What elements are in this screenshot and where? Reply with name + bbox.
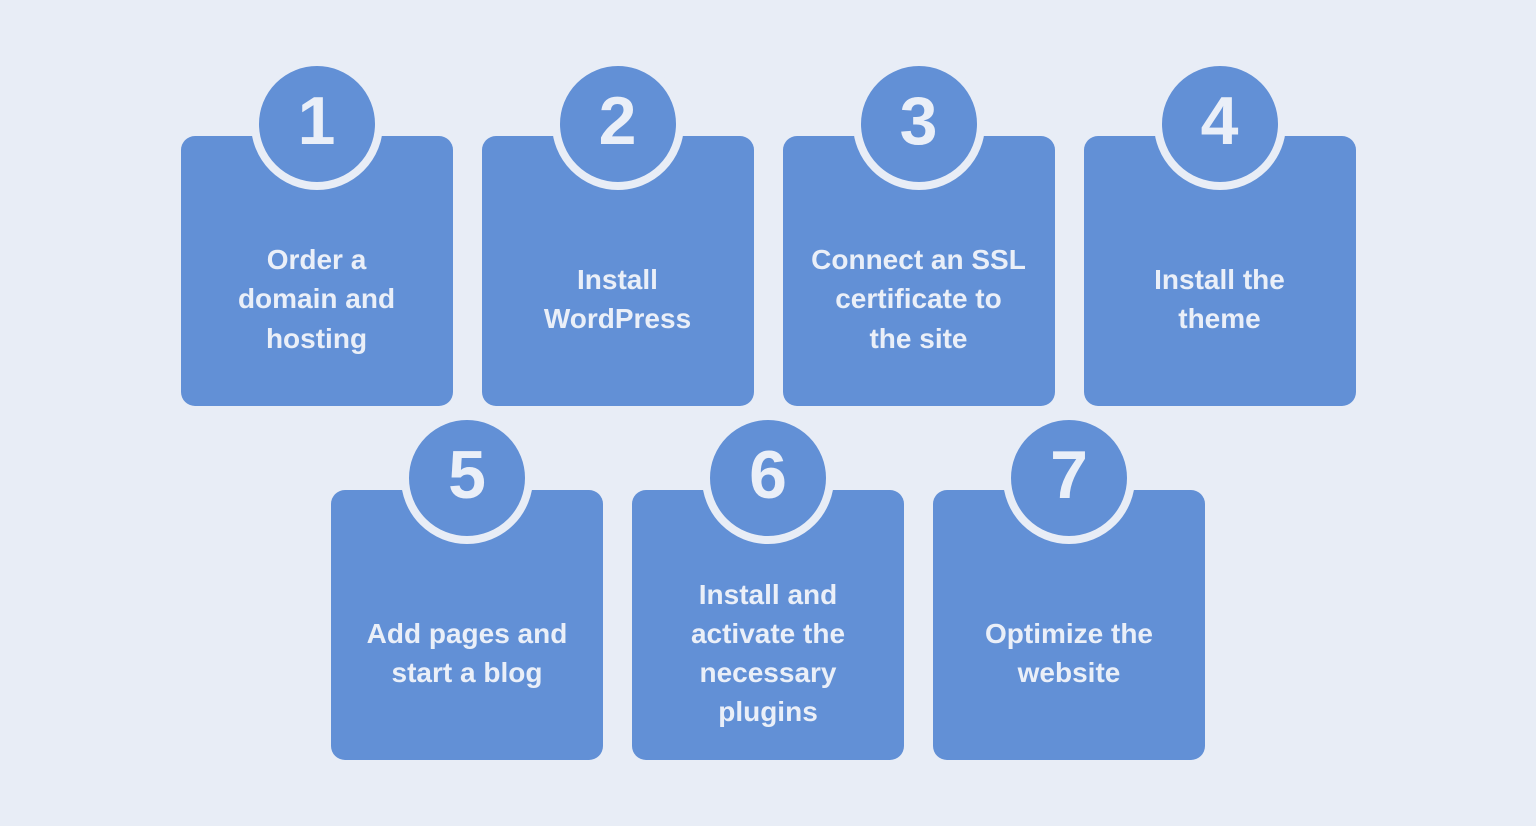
step-number: 3 <box>899 83 938 159</box>
step-number-badge: 5 <box>401 412 533 544</box>
step-number-badge: 2 <box>551 58 684 190</box>
step-card-2: 2 Install WordPress <box>481 58 754 406</box>
step-number: 5 <box>448 437 486 513</box>
step-number-badge: 6 <box>702 412 834 544</box>
step-number-badge: 1 <box>250 58 383 190</box>
steps-row-top: 1 Order a domain and hosting 2 Install W… <box>0 58 1536 406</box>
step-number: 6 <box>749 437 787 513</box>
step-number: 2 <box>598 83 637 159</box>
step-label: Install WordPress <box>543 263 692 334</box>
step-card-7: 7 Optimize the website <box>933 412 1205 760</box>
step-label: Order a domain and hosting <box>237 244 396 354</box>
step-card-4: 4 Install the theme <box>1083 58 1356 406</box>
step-number: 4 <box>1200 83 1239 159</box>
steps-row-bottom: 5 Add pages and start a blog 6 Install a… <box>0 412 1536 760</box>
step-label: Add pages and start a blog <box>366 617 568 688</box>
step-label: Install the theme <box>1154 263 1285 334</box>
step-card-5: 5 Add pages and start a blog <box>331 412 603 760</box>
step-label: Install and activate the necessary plugi… <box>690 578 846 728</box>
step-number-badge: 4 <box>1153 58 1286 190</box>
step-card-3: 3 Connect an SSL certificate to the site <box>782 58 1055 406</box>
step-number: 1 <box>297 83 336 159</box>
step-card-6: 6 Install and activate the necessary plu… <box>632 412 904 760</box>
step-number-badge: 3 <box>852 58 985 190</box>
step-number: 7 <box>1050 437 1088 513</box>
step-label: Connect an SSL certificate to the site <box>811 244 1026 354</box>
step-number-badge: 7 <box>1003 412 1135 544</box>
step-label: Optimize the website <box>984 617 1153 688</box>
step-card-1: 1 Order a domain and hosting <box>180 58 453 406</box>
